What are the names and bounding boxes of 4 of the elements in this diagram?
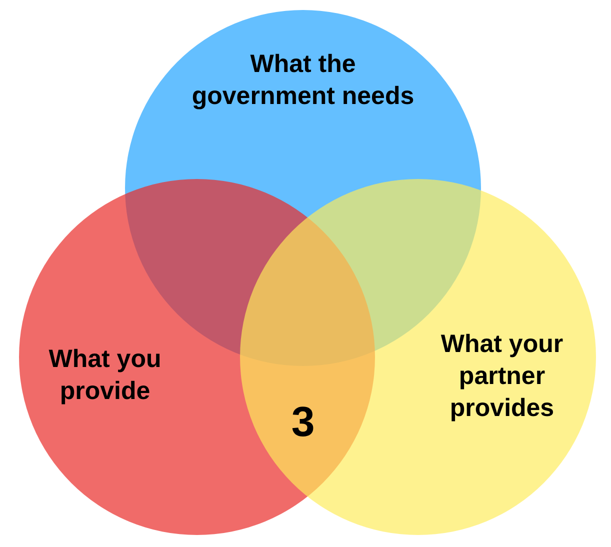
set-label: What the government needs	[190, 49, 416, 112]
set-label: What you provide	[48, 344, 162, 407]
region-number: 3	[290, 399, 316, 445]
set-label: What your partner provides	[440, 329, 564, 424]
